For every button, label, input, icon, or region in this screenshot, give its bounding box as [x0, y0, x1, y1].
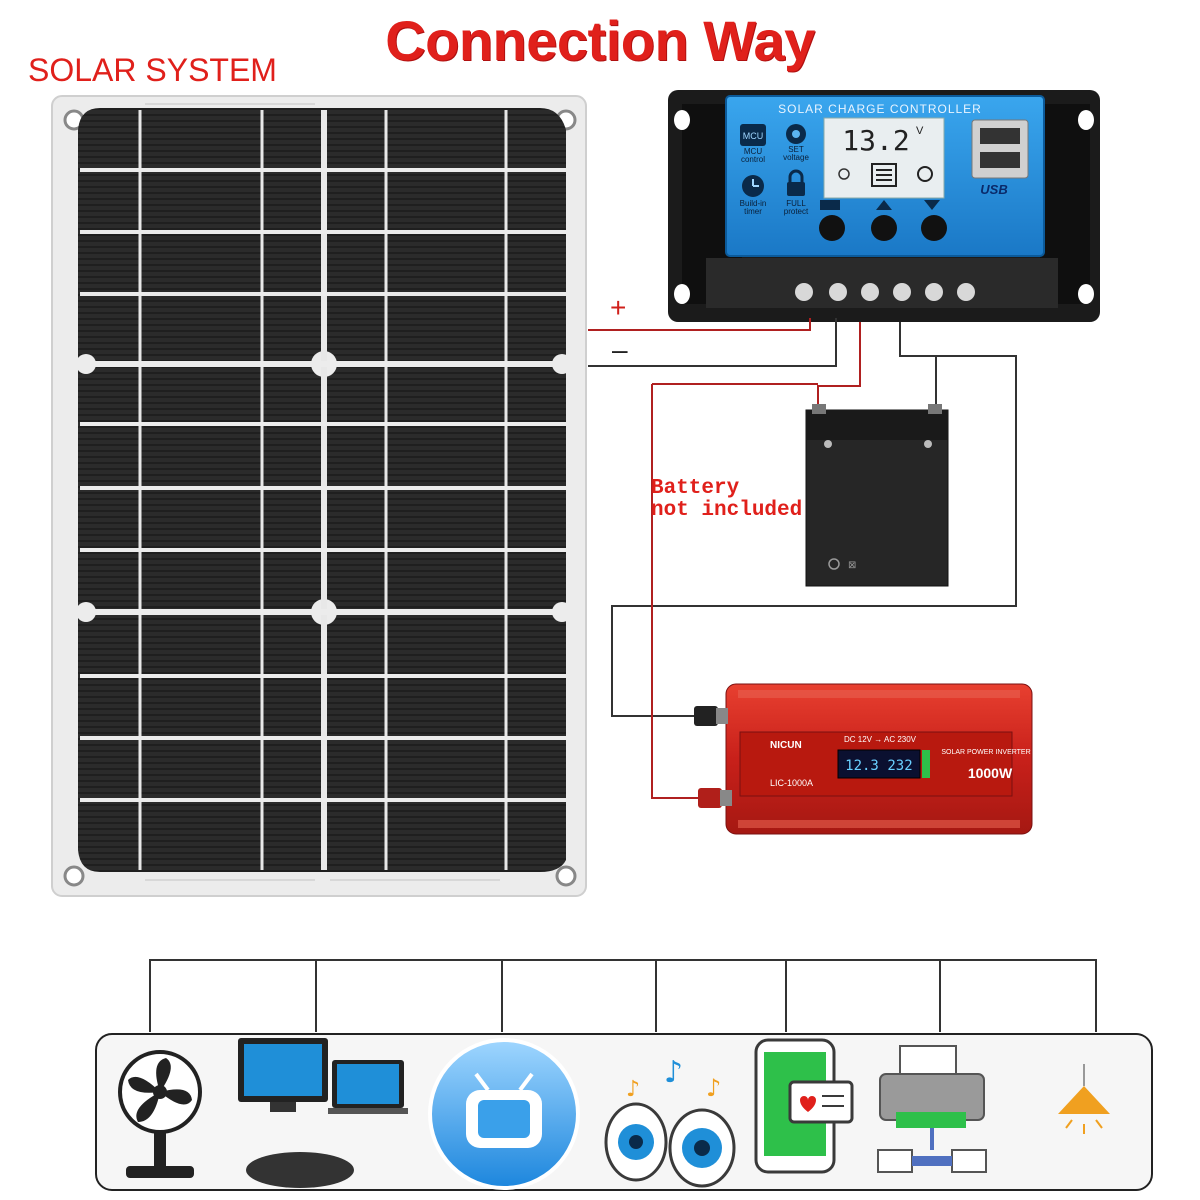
controller-lcd: 13.2 V	[823, 117, 945, 199]
sun-icon	[838, 168, 850, 180]
solar-panel	[51, 95, 587, 897]
clock-icon	[742, 175, 764, 197]
battery: ⊠	[805, 404, 949, 587]
full-label: FULL	[786, 199, 806, 208]
inverter-lcd-left: 12.3	[845, 758, 879, 774]
mcu-icon: MCU	[740, 124, 766, 146]
page-title: Connection Way	[385, 9, 815, 72]
power-inverter: DC 12V → AC 230V NICUN LIC-1000A 12.3 23…	[694, 683, 1033, 835]
svg-text:♪: ♪	[626, 1077, 640, 1102]
controller-terminals	[706, 258, 1058, 308]
full-sub-label: protect	[784, 207, 809, 216]
svg-text:⊠: ⊠	[848, 560, 856, 571]
usb-label: USB	[980, 182, 1007, 197]
lcd-unit: V	[916, 125, 924, 137]
svg-text:MCU: MCU	[743, 131, 764, 141]
controller-buttons	[819, 200, 947, 241]
system-label: SOLAR SYSTEM	[28, 52, 277, 88]
recycle-icon: ⊠	[828, 558, 856, 571]
mcu-sub-label: control	[741, 155, 765, 164]
lamp-icon	[1058, 1064, 1110, 1134]
set-sub-label: voltage	[783, 153, 809, 162]
inverter-power: 1000W	[968, 765, 1013, 781]
bus-bars	[145, 103, 500, 881]
inverter-brand: NICUN	[770, 740, 802, 751]
printer-icon	[877, 1045, 987, 1173]
cell-rows	[80, 168, 566, 802]
inverter-lcd-right: 232	[887, 758, 912, 774]
appliance-drops	[149, 959, 1097, 1032]
bulb-icon	[917, 166, 933, 182]
inverter-terminals	[694, 706, 732, 808]
lcd-voltage: 13.2	[842, 124, 909, 157]
negative-wire-label: –	[612, 334, 628, 365]
inverter-model: LIC-1000A	[770, 778, 813, 788]
wiring	[588, 318, 1017, 799]
inverter-spec: DC 12V → AC 230V	[844, 735, 917, 744]
timer-label: Build-in	[740, 199, 767, 208]
phone-icon	[754, 1038, 854, 1174]
timer-sub-label: timer	[744, 207, 762, 216]
usb-ports: USB	[971, 119, 1029, 197]
battery-note-line1: Battery	[651, 477, 740, 500]
positive-wire-label: +	[610, 292, 627, 323]
charge-controller: SOLAR CHARGE CONTROLLER MCU MCU control …	[668, 90, 1100, 322]
svg-text:♪: ♪	[706, 1074, 721, 1102]
battery-note: Battery not included	[651, 478, 802, 522]
set-label: SET	[788, 145, 804, 154]
inverter-product: SOLAR POWER INVERTER	[941, 749, 1030, 756]
battery-icon	[871, 163, 897, 187]
tv-icon	[428, 1038, 580, 1190]
battery-note-line2: not included	[651, 499, 803, 522]
lock-icon	[787, 169, 805, 196]
gear-icon	[786, 124, 806, 144]
fan-icon	[118, 1050, 202, 1178]
mcu-label: MCU	[744, 147, 762, 156]
computer-icon	[238, 1038, 408, 1188]
controller-header: SOLAR CHARGE CONTROLLER	[778, 102, 982, 116]
svg-text:♪: ♪	[664, 1055, 683, 1090]
speakers-icon: ♪ ♪ ♪	[604, 1055, 736, 1188]
